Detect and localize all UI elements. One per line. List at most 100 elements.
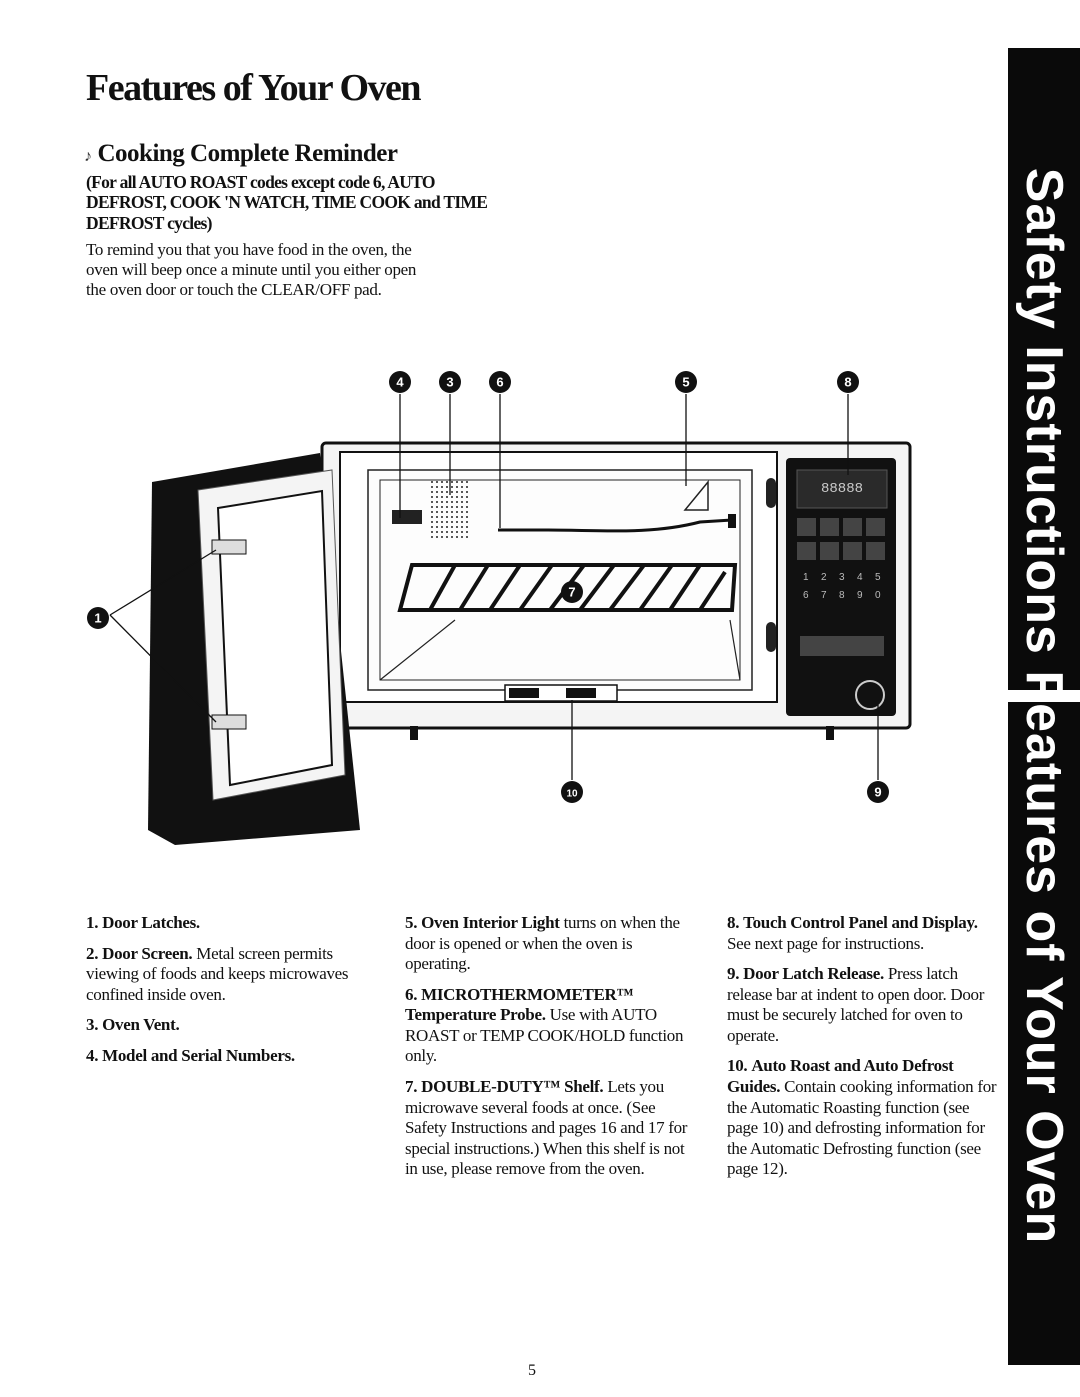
keypad-number: 0 [875, 590, 881, 601]
feature-4-num: 4. [86, 1045, 99, 1065]
keypad-number: 2 [821, 572, 827, 583]
function-pad [820, 518, 839, 536]
function-pad [866, 518, 885, 536]
feature-9-text: Press latch release bar at indent to ope… [727, 964, 985, 1045]
door-latch [211, 714, 247, 730]
feature-1: 1. Door Latches. [86, 913, 376, 934]
oven-body: 88888 1 2 3 4 5 6 7 8 9 0 [320, 441, 912, 740]
page-number: 5 [528, 1362, 536, 1379]
callout-circle-10 [561, 781, 583, 803]
feature-3-title: Oven Vent. [102, 1015, 180, 1035]
page-title: Features of Your Oven [86, 67, 422, 109]
model-label [392, 510, 422, 524]
feature-8-num: 8. [727, 913, 740, 932]
feature-10: 10. Auto Roast and Auto Defrost Guides. … [727, 1056, 1002, 1179]
function-pad [820, 542, 839, 560]
keypad-number: 5 [875, 572, 881, 583]
callout-label-3: 3 [446, 375, 453, 390]
oven-shelf [397, 563, 738, 612]
features-column-2: 5. Oven Interior Light turns on when the… [405, 913, 700, 1190]
callout-label-5: 5 [682, 375, 689, 390]
start-pads [800, 636, 884, 656]
door-release [855, 680, 885, 710]
keypad-number: 4 [857, 572, 863, 583]
callout-circle-3 [439, 371, 461, 393]
keypad-number: 1 [803, 572, 809, 583]
feature-8: 8. Touch Control Panel and Display. See … [727, 913, 1002, 954]
feature-2: 2. Door Screen. Metal screen permits vie… [86, 944, 376, 1006]
callout-lines [109, 394, 879, 780]
section-heading-text: Cooking Complete Reminder [97, 140, 398, 167]
callout-label-8: 8 [844, 375, 851, 390]
feature-10-num: 10. [727, 1056, 748, 1076]
callout-circle-5 [675, 371, 697, 393]
microwave-diagram: 88888 1 2 3 4 5 6 7 8 9 0 2 [87, 371, 912, 845]
temperature-probe [498, 518, 733, 533]
keypad-number: 6 [803, 590, 809, 601]
feature-2-num: 2. [86, 943, 99, 963]
feature-9: 9. Door Latch Release. Press latch relea… [727, 964, 1002, 1046]
callout-circle-1 [87, 607, 109, 629]
feature-5-title: Oven Interior Light [421, 913, 560, 932]
feature-6-text: Use with AUTO ROAST or TEMP COOK/HOLD fu… [405, 1005, 684, 1066]
feature-7-num: 7. [405, 1076, 418, 1096]
section-heading: ♪ Cooking Complete Reminder [84, 140, 398, 168]
callout-circle-8 [837, 371, 859, 393]
feature-5-text: turns on when the door is opened or when… [405, 913, 680, 974]
feature-9-title: Door Latch Release. [743, 964, 884, 984]
callout-circle-4 [389, 371, 411, 393]
feature-1-title: Door Latches. [102, 913, 200, 932]
feature-10-title: Auto Roast and Auto Defrost Guides. [727, 1056, 954, 1096]
function-pad [797, 518, 816, 536]
callout-label-1: 1 [94, 611, 101, 626]
callout-circle-7 [561, 581, 583, 603]
feature-4: 4. Model and Serial Numbers. [86, 1046, 376, 1067]
feature-8-title: Touch Control Panel and Display. [743, 913, 978, 932]
callout-label-6: 6 [496, 375, 503, 390]
function-pad [843, 542, 862, 560]
callout-label-4: 4 [396, 375, 404, 390]
latch-slot [766, 622, 776, 652]
oven-light [683, 479, 709, 511]
callout-circle-6 [489, 371, 511, 393]
feature-4-title: Model and Serial Numbers. [102, 1045, 295, 1065]
oven-door: 2 [148, 453, 360, 845]
latch-slot [766, 478, 776, 508]
microwave-illustration: 88888 1 2 3 4 5 6 7 8 9 0 2 [0, 360, 1000, 860]
intro-paragraph: To remind you that you have food in the … [86, 240, 417, 300]
keypad-number: 3 [839, 572, 845, 583]
side-tab [1008, 48, 1080, 1365]
display-digits: 88888 [821, 481, 863, 497]
feature-7: 7. DOUBLE-DUTY™ Shelf. Lets you microwav… [405, 1077, 700, 1180]
feature-3: 3. Oven Vent. [86, 1015, 376, 1036]
oven-vent [428, 478, 468, 538]
keypad-number: 9 [857, 590, 863, 601]
keypad-number: 8 [839, 590, 845, 601]
callout-circle-9 [867, 781, 889, 803]
feature-7-title: DOUBLE-DUTY™ Shelf. [421, 1076, 604, 1096]
feature-9-num: 9. [727, 964, 740, 984]
features-column-3: 8. Touch Control Panel and Display. See … [727, 913, 1002, 1190]
feature-1-num: 1. [86, 913, 99, 932]
features-column-1: 1. Door Latches. 2. Door Screen. Metal s… [86, 913, 376, 1076]
callout-label-10: 10 [566, 789, 578, 800]
touch-control-panel: 88888 1 2 3 4 5 6 7 8 9 0 [786, 458, 896, 716]
function-pad [866, 542, 885, 560]
feature-6-num: 6. [405, 984, 418, 1004]
callout-label-7: 7 [568, 585, 575, 600]
feature-8-text: See next page for instructions. [727, 933, 925, 953]
door-screen-label: 2 [287, 611, 294, 625]
section-note: (For all AUTO ROAST codes except code 6,… [86, 172, 488, 233]
feature-2-text: Metal screen permits viewing of foods an… [86, 943, 349, 1004]
function-pad [843, 518, 862, 536]
feature-5-num: 5. [405, 913, 418, 932]
feature-6: 6. MICROTHERMOMETER™ Temperature Probe. … [405, 985, 700, 1067]
feature-7-text: Lets you microwave several foods at once… [405, 1076, 688, 1179]
side-tab-divider [1008, 690, 1080, 702]
feature-6-title: MICROTHERMOMETER™ Temperature Probe. [405, 984, 634, 1025]
feature-3-num: 3. [86, 1015, 99, 1035]
bell-icon: ♪ [84, 148, 92, 165]
side-tab-label: Safety Instructions Features of Your Ove… [1015, 167, 1073, 1245]
keypad-number: 7 [821, 590, 827, 601]
feature-5: 5. Oven Interior Light turns on when the… [405, 913, 700, 975]
